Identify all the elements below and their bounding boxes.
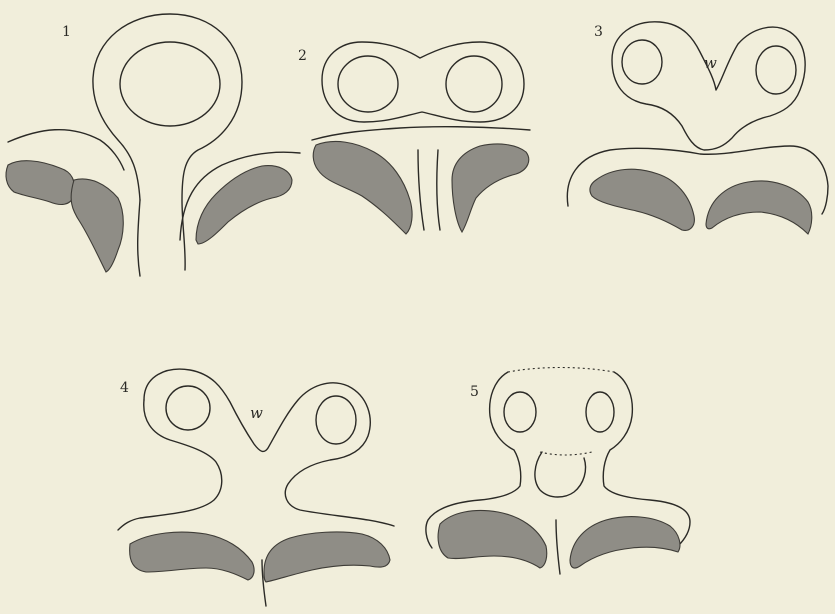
fig2-outer-vesicle — [322, 42, 524, 122]
fig2-cavity-right — [446, 56, 502, 112]
fig4-cavity-right — [316, 396, 356, 444]
fig1-mass-left-a — [6, 161, 74, 205]
fig2-mass-left — [313, 141, 412, 234]
figure-5-drawing — [426, 368, 690, 575]
figure-3-mark-w: w — [704, 54, 717, 72]
figure-number-2: 2 — [298, 48, 307, 64]
fig4-mass-right — [264, 532, 390, 582]
figure-number-5: 5 — [470, 384, 479, 400]
fig5-central-loop — [535, 452, 586, 497]
fig1-mass-left-b — [71, 179, 123, 272]
fig4-outer-vesicle — [144, 369, 394, 526]
fig5-stalk — [556, 520, 560, 574]
fig3-cavity-right — [756, 46, 796, 94]
fig3-mass-right — [706, 181, 812, 234]
fig2-stalk-right — [437, 150, 440, 230]
fig5-cavity-right — [586, 392, 614, 432]
fig2-surface — [312, 127, 530, 140]
fig5-mass-right — [570, 517, 680, 568]
figure-number-4: 4 — [120, 380, 129, 396]
fig4-cavity-left — [166, 386, 210, 430]
fig4-mass-left — [130, 532, 254, 580]
fig5-dotted-top — [508, 368, 614, 373]
fig3-outer-vesicle — [612, 22, 805, 150]
figure-1-drawing — [6, 14, 300, 276]
fig3-cavity-left — [622, 40, 662, 84]
fig1-mass-right — [196, 166, 292, 244]
figure-number-3: 3 — [594, 24, 603, 40]
fig3-mass-left — [590, 169, 694, 230]
figure-4-mark-w: w — [250, 404, 263, 422]
fig1-stalk-left — [138, 200, 140, 276]
fig5-mass-left — [438, 511, 547, 569]
fig2-mass-right — [452, 144, 529, 232]
fig5-dotted-middle — [540, 452, 592, 455]
figure-number-1: 1 — [62, 24, 71, 40]
fig5-cavity-left — [504, 392, 536, 432]
fig2-cavity-left — [338, 56, 398, 112]
fig1-inner-cavity — [120, 42, 220, 126]
figure-2-drawing — [312, 42, 530, 234]
fig2-stalk-left — [418, 150, 424, 230]
figure-3-drawing — [567, 22, 828, 234]
